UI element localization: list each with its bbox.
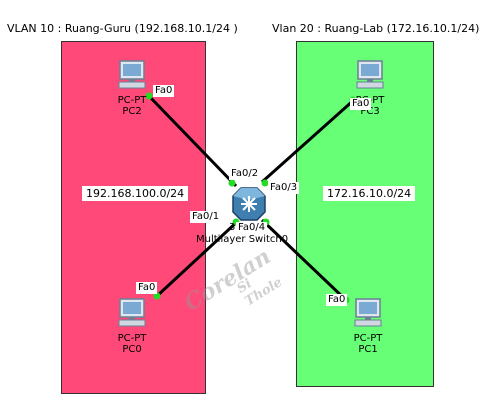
pc-icon	[118, 298, 146, 327]
pc2-port-label: Fa0	[153, 85, 175, 97]
link-pc1-switch	[260, 218, 350, 304]
link-pc3-switch	[261, 97, 356, 184]
pc1-port-label: Fa0	[326, 294, 348, 306]
pc1-device[interactable]: PC-PT PC1	[344, 296, 392, 355]
pc2-type: PC-PT	[117, 95, 147, 106]
vlan10-zone	[61, 41, 206, 394]
pc-icon	[118, 60, 146, 89]
pc2-name: PC2	[122, 106, 142, 117]
switch-name-partial: 35	[229, 222, 242, 233]
link-pc0-switch	[155, 219, 240, 298]
pc0-type: PC-PT	[117, 333, 147, 344]
port-label-fa0-1: Fa0/1	[190, 211, 222, 223]
link-light	[261, 179, 269, 187]
link-light	[153, 292, 161, 300]
port-label-fa0-2: Fa0/2	[229, 168, 261, 180]
multilayer-switch-icon	[232, 187, 266, 221]
switch-name: Multilayer Switch0	[196, 234, 289, 245]
pc1-name: PC1	[358, 344, 378, 355]
link-pc2-switch	[146, 93, 238, 188]
vlan10-label: VLAN 10 : Ruang-Guru (192.168.10.1/24 )	[7, 22, 238, 35]
multilayer-switch[interactable]	[231, 186, 267, 222]
network-note-right: 172.16.10.0/24	[323, 186, 416, 201]
pc3-name: PC3	[360, 106, 380, 117]
port-label-fa0-4: Fa0/4	[236, 222, 268, 234]
vlan20-label: Vlan 20 : Ruang-Lab (172.16.10.1/24)	[272, 22, 480, 35]
link-light	[228, 179, 236, 187]
pc-icon	[354, 298, 382, 327]
network-note-left: 192.168.100.0/24	[82, 186, 189, 201]
pc1-type: PC-PT	[353, 333, 383, 344]
pc-icon	[356, 60, 384, 89]
pc0-name: PC0	[122, 344, 142, 355]
link-light	[145, 92, 153, 100]
pc2-device[interactable]: PC-PT PC2	[108, 58, 156, 117]
pc0-device[interactable]: PC-PT PC0	[108, 296, 156, 355]
pc0-port-label: Fa0	[136, 282, 158, 294]
pc3-port-label: Fa0	[350, 98, 372, 110]
port-label-fa0-3: Fa0/3	[268, 182, 300, 194]
